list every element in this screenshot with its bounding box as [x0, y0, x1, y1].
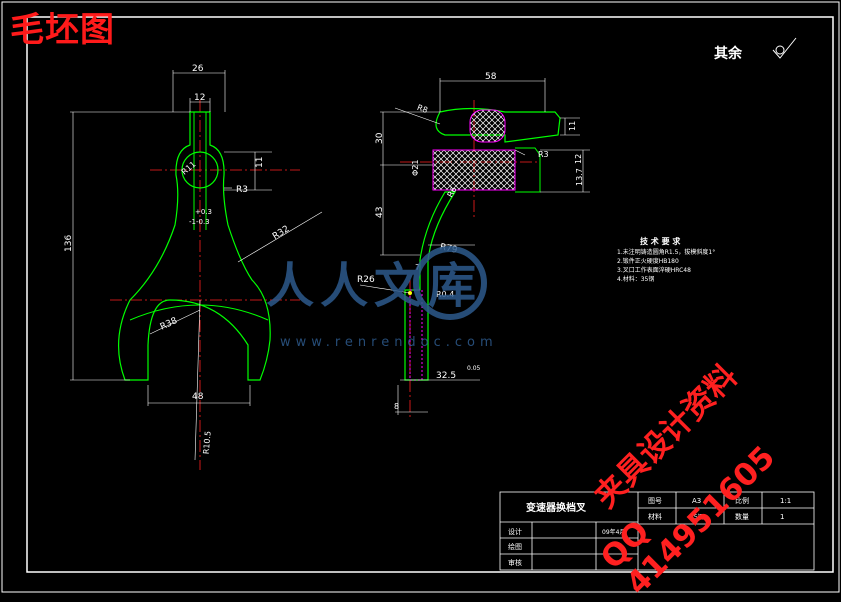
dim-side-r3: R3: [538, 150, 549, 159]
tech-req-item-1: 1.未注明铸造圆角R1.5，拔模斜度1°: [617, 248, 715, 256]
dim-phi21: Φ21: [411, 160, 420, 176]
dim-r8: R8: [416, 103, 429, 115]
figure-no: A3: [692, 497, 701, 505]
side-view: 58 R8 11 30 R3 12 13.7 Φ21 43 R6 R79 R26…: [357, 72, 590, 420]
dim-30: 30: [375, 132, 385, 144]
tech-req-item-3: 3.叉口工作表面淬硬HRC48: [617, 266, 691, 274]
tol-upper: +0.3: [195, 208, 212, 216]
inner-frame: [26, 16, 834, 573]
tol-0-05: 0.05: [467, 365, 481, 372]
dim-r26: R26: [357, 275, 375, 285]
material-label: 材料: [648, 512, 662, 521]
design-date: 09年4月: [602, 528, 625, 536]
material-value: 35钢: [690, 513, 704, 521]
drawing-label: 绘图: [508, 542, 522, 551]
dim-13-7: 13.7: [575, 168, 584, 186]
tech-req-item-4: 4.材料：35钢: [617, 275, 654, 283]
design-label: 设计: [508, 527, 522, 536]
review-label: 审核: [508, 558, 522, 567]
tol-lower: -1-0.3: [189, 218, 210, 226]
figure-no-label: 图号: [648, 497, 662, 505]
dim-r10-5: R10.5: [202, 431, 213, 455]
part-name: 变速器换档叉: [526, 501, 587, 514]
dim-r32: R32: [271, 224, 291, 242]
dim-r3: R3: [236, 185, 248, 195]
dim-136: 136: [64, 235, 74, 252]
dim-11: 11: [255, 157, 265, 168]
dim-side-11: 11: [568, 121, 577, 131]
dim-r0-4: R0.4: [436, 290, 454, 299]
tech-req-item-2: 2.锻件正火硬度HB180: [617, 257, 679, 265]
dim-26: 26: [192, 64, 204, 74]
section-hatch-top: [469, 109, 506, 143]
watermark-site-cn: 人人文库: [266, 258, 482, 314]
blank-drawing-title: 毛坯图: [10, 10, 115, 50]
section-hatch-hub: [432, 149, 516, 191]
quantity-label: 数量: [735, 512, 749, 521]
dim-r11: R11: [180, 160, 198, 177]
dim-58: 58: [485, 72, 497, 82]
scale-label: 比例: [735, 496, 749, 505]
surface-finish-label: 其余: [714, 45, 743, 62]
dim-43: 43: [375, 207, 385, 218]
dim-48: 48: [192, 392, 204, 402]
dim-12: 12: [194, 93, 205, 103]
quantity-value: 1: [780, 513, 784, 521]
front-view: 26 12 11 R3 +0.3 -1-0.3 R32 136 R38 48 R…: [64, 64, 323, 470]
dim-r38: R38: [159, 316, 180, 333]
dim-32-5: 32.5: [436, 371, 456, 381]
dim-8: 8: [394, 402, 399, 411]
watermark-site-url: www.renrendoc.com: [280, 335, 498, 350]
scale-value: 1:1: [780, 497, 791, 505]
watermark-logo: 人人文库 www.renrendoc.com: [266, 246, 498, 350]
technical-requirements: 技 术 要 求 1.未注明铸造圆角R1.5，拔模斜度1° 2.锻件正火硬度HB1…: [617, 236, 715, 283]
dim-side-12: 12: [574, 154, 583, 164]
title-block: [499, 491, 815, 571]
surface-finish-symbol-icon: [772, 37, 797, 59]
tech-req-title: 技 术 要 求: [640, 236, 681, 246]
